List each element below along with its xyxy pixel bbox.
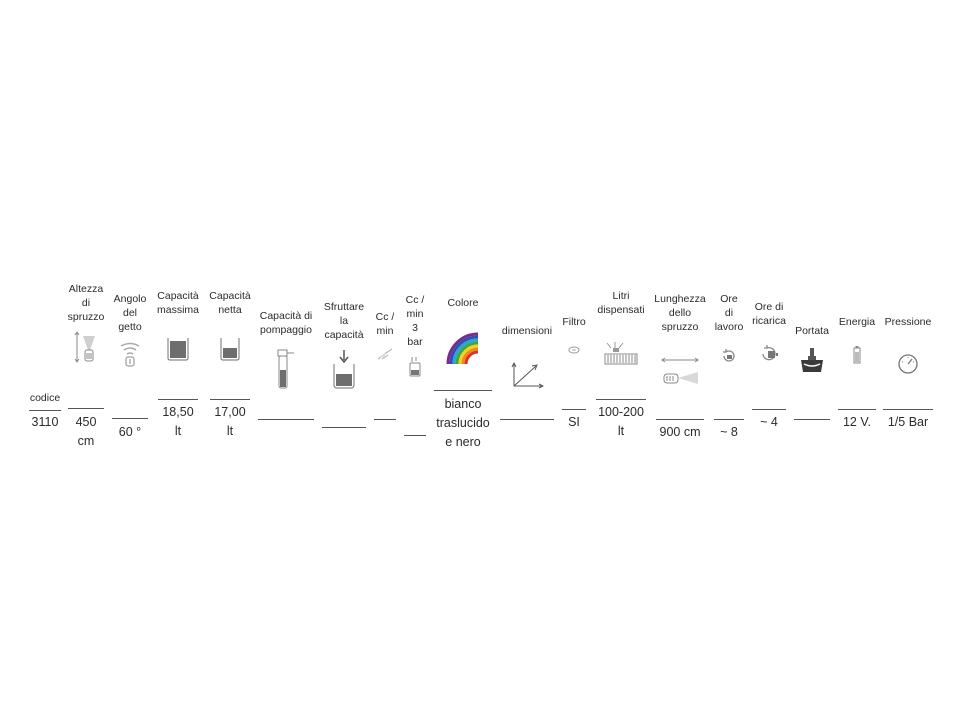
col-capacita-netta: Capacità netta 17,00 lt [204,0,256,720]
charge-hours-icon [748,345,790,363]
col-pressione: Pressione 1/5 Bar [880,0,936,720]
divider [794,419,830,420]
value-ore-ricarica: ~ 4 [760,415,778,429]
divider [838,409,876,410]
col-capacita-pompaggio: Capacità di pompaggio [254,0,318,720]
value-litri-dispensati: 100-200 lt [598,405,644,438]
header-capacita-netta: Capacità netta [209,290,251,316]
divider [29,410,61,411]
header-litri-dispensati: Litri dispensati [597,290,645,316]
divider [656,419,704,420]
value-colore: bianco traslucido e nero [436,397,490,449]
value-angolo-getto: 60 ° [118,425,142,439]
value-altezza-spruzzo: 450 cm [75,415,97,448]
header-capacita-massima: Capacità massima [156,290,199,316]
col-ore-lavoro: Ore di lavoro ~ 8 [710,0,748,720]
use-capacity-icon [318,350,370,390]
value-filtro: SI [568,415,580,429]
header-ore-lavoro: Ore di lavoro [714,293,744,333]
header-dimensioni: dimensioni [501,325,553,337]
value-energia: 12 V. [842,415,872,429]
col-sfruttare-capacita: Sfruttare la capacità [318,0,370,720]
col-ore-ricarica: Ore di ricarica ~ 4 [748,0,790,720]
net-capacity-icon [204,336,256,362]
divider [883,409,933,410]
cc-min-icon [370,347,400,361]
value-ore-lavoro: ~ 8 [720,425,738,439]
header-ore-ricarica: Ore di ricarica [752,301,786,327]
col-dimensioni: dimensioni [496,0,558,720]
col-cc-min: Cc / min [370,0,400,720]
col-colore: Colore bianco traslucido e nero [430,0,496,720]
pump-capacity-icon [254,348,318,392]
spray-length-icon [650,354,710,388]
header-colore: Colore [447,297,479,309]
divider [714,419,744,420]
header-angolo-getto: Angolo del getto [113,293,147,333]
divider [374,419,396,420]
battery-icon [834,346,880,364]
divider [258,419,314,420]
header-capacita-pompaggio: Capacità di pompaggio [259,310,313,336]
col-codice: codice 3110 [22,0,68,720]
value-lunghezza-spruzzo: 900 cm [659,425,701,439]
header-codice: codice [29,392,61,404]
col-filtro: Filtro SI [558,0,590,720]
value-capacita-netta: 17,00 lt [214,405,246,438]
header-sfruttare-capacita: Sfruttare la capacità [323,301,365,341]
col-capacita-massima: Capacità massima 18,50 lt [152,0,204,720]
header-energia: Energia [838,316,876,328]
header-cc-min-bar: Cc / min 3 bar [405,294,425,348]
col-altezza-spruzzo: Altezza di spruzzo 450 cm [60,0,112,720]
divider [752,409,786,410]
divider [158,399,198,400]
divider [404,435,426,436]
header-altezza-spruzzo: Altezza di spruzzo [67,283,105,323]
cc-min-bar-icon [400,357,430,377]
divider [112,418,148,419]
value-pressione: 1/5 Bar [887,415,929,429]
divider [210,399,250,400]
divider [322,427,366,428]
dimensions-icon [496,360,558,390]
col-litri-dispensati: Litri dispensati 100-200 lt [590,0,652,720]
col-lunghezza-spruzzo: Lunghezza dello spruzzo 900 cm [650,0,710,720]
col-portata: Portata [790,0,834,720]
divider [500,419,554,420]
spray-height-icon [60,330,112,364]
col-energia: Energia 12 V. [834,0,880,720]
divider [68,408,104,409]
liters-dispensed-icon [590,340,652,366]
spray-angle-icon [107,342,153,368]
filter-icon [558,346,590,354]
header-filtro: Filtro [562,316,586,328]
header-lunghezza-spruzzo: Lunghezza dello spruzzo [654,293,706,333]
flow-rate-icon [790,346,834,374]
header-pressione: Pressione [884,316,932,328]
pressure-gauge-icon [880,353,936,375]
divider [434,390,492,391]
col-angolo-getto: Angolo del getto 60 ° [107,0,153,720]
header-cc-min: Cc / min [375,311,395,337]
divider [562,409,586,410]
work-hours-icon [710,348,748,364]
rainbow-icon [430,328,496,366]
col-cc-min-bar: Cc / min 3 bar [400,0,430,720]
value-capacita-massima: 18,50 lt [162,405,194,438]
value-codice: 3110 [31,415,59,429]
max-capacity-icon [152,336,204,362]
header-portata: Portata [795,325,829,337]
divider [596,399,646,400]
